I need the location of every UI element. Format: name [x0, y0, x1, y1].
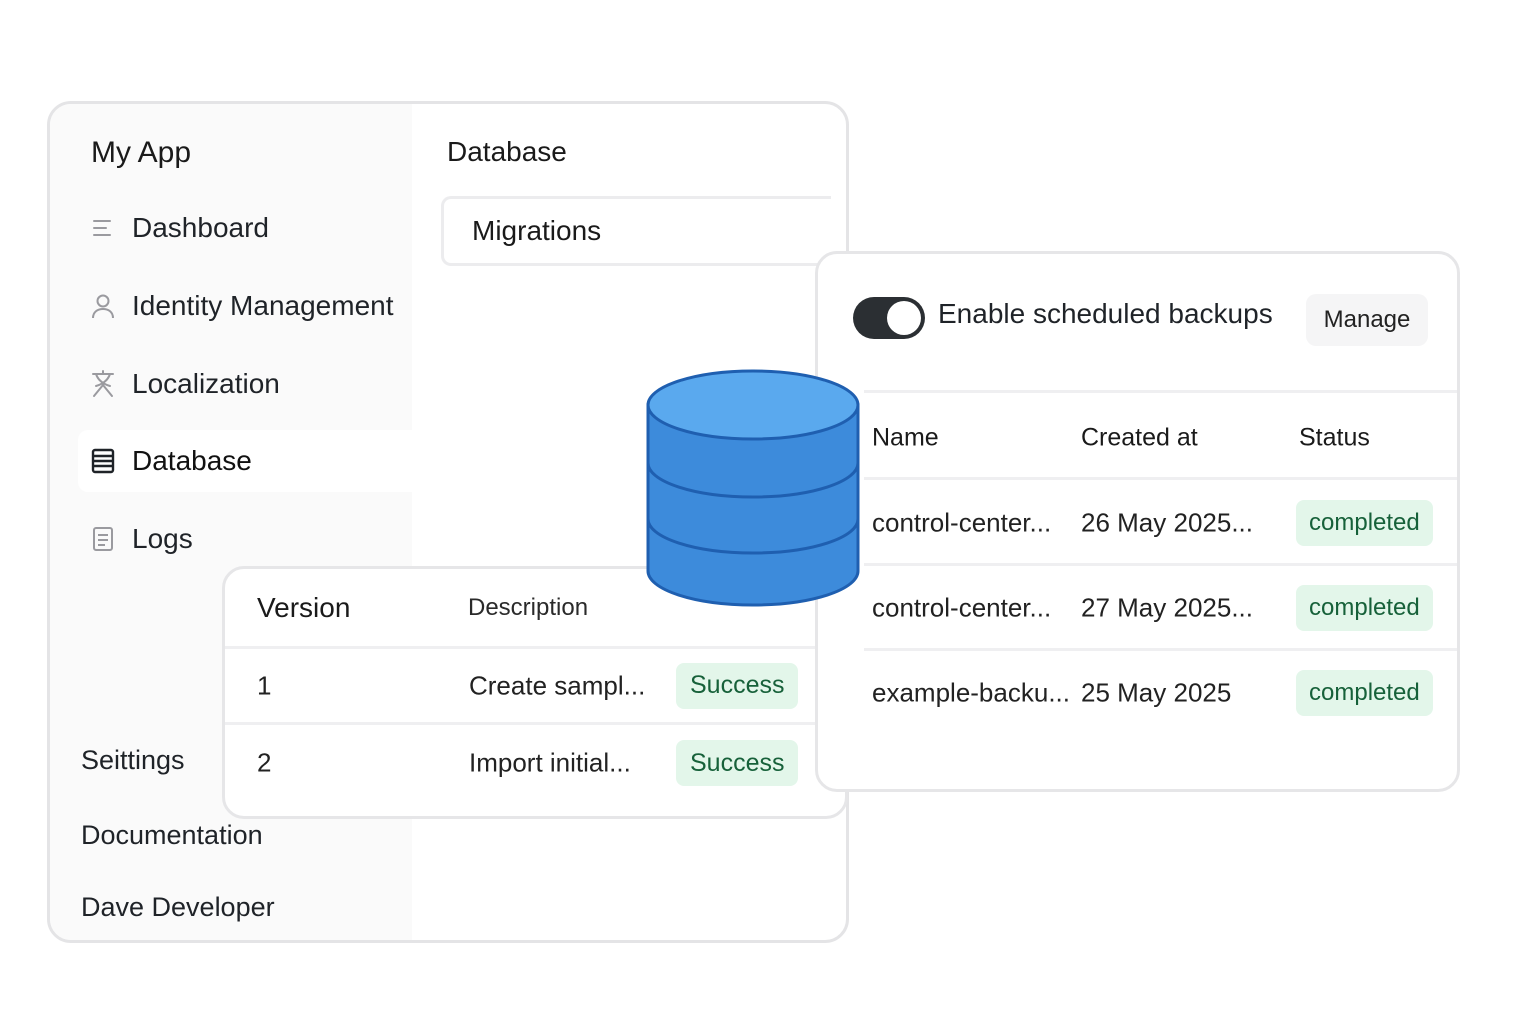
manage-button[interactable]: Manage — [1306, 294, 1428, 346]
database-icon — [90, 448, 116, 474]
translate-icon — [90, 370, 116, 397]
toggle-knob — [887, 301, 921, 335]
divider — [864, 390, 1457, 393]
column-header-description: Description — [468, 593, 589, 621]
migrations-table: Version Description 1 Create sampl... Su… — [222, 566, 848, 819]
sidebar-item-label: Dashboard — [132, 212, 269, 243]
column-header-created-at: Created at — [1081, 423, 1198, 452]
toggle-label: Enable scheduled backups — [938, 298, 1273, 329]
migration-version: 2 — [257, 747, 272, 778]
table-row[interactable]: 1 Create sampl... Success — [225, 649, 845, 725]
backup-name: control-center... — [872, 507, 1052, 538]
backup-created-at: 27 May 2025... — [1081, 592, 1253, 623]
column-header-version: Version — [257, 591, 351, 623]
database-illustration-icon — [646, 369, 860, 607]
divider — [864, 648, 1457, 651]
tab-label: Migrations — [472, 215, 602, 246]
sidebar-item-dashboard[interactable]: Dashboard — [78, 197, 412, 259]
app-title: My App — [91, 136, 192, 169]
documentation-link[interactable]: Documentation — [81, 820, 263, 850]
page-title: Database — [447, 136, 567, 167]
sidebar-item-identity-management[interactable]: Identity Management — [78, 275, 412, 337]
divider — [864, 563, 1457, 566]
migration-description: Create sampl... — [469, 670, 646, 700]
settings-link[interactable]: Seittings — [81, 745, 185, 775]
list-icon — [90, 215, 116, 241]
sidebar-item-label: Identity Management — [132, 290, 394, 321]
scheduled-backups-toggle[interactable] — [853, 297, 925, 339]
sidebar-item-label: Localization — [132, 368, 280, 399]
backups-panel: Enable scheduled backups Manage Name Cre… — [815, 251, 1460, 792]
status-badge: Success — [676, 662, 799, 709]
tab-migrations[interactable]: Migrations — [441, 196, 831, 266]
table-row[interactable]: 2 Import initial... Success — [225, 725, 845, 801]
migration-version: 1 — [257, 670, 272, 700]
divider — [864, 477, 1457, 480]
sidebar-item-localization[interactable]: Localization — [78, 353, 412, 415]
status-badge: Success — [676, 740, 799, 786]
backup-created-at: 26 May 2025... — [1081, 507, 1253, 538]
column-header-status: Status — [1299, 423, 1370, 452]
table-header-row: Version Description — [225, 569, 845, 649]
sidebar-item-label: Database — [132, 445, 252, 476]
sidebar-item-label: Logs — [132, 523, 193, 554]
backup-name: example-backu... — [872, 677, 1070, 708]
status-badge: completed — [1296, 670, 1433, 716]
user-icon — [90, 293, 116, 319]
backup-name: control-center... — [872, 592, 1052, 623]
sidebar-item-logs[interactable]: Logs — [78, 508, 412, 570]
backup-created-at: 25 May 2025 — [1081, 677, 1232, 708]
table-row[interactable]: control-center... 26 May 2025... complet… — [818, 481, 1457, 565]
document-icon — [90, 526, 116, 552]
user-profile-link[interactable]: Dave Developer — [81, 892, 275, 922]
column-header-name: Name — [872, 423, 939, 452]
migration-description: Import initial... — [469, 747, 631, 778]
sidebar-item-database[interactable]: Database — [78, 430, 412, 492]
table-row[interactable]: control-center... 27 May 2025... complet… — [818, 566, 1457, 650]
status-badge: completed — [1296, 500, 1433, 546]
table-header-row: Name Created at Status — [818, 396, 1457, 480]
status-badge: completed — [1296, 585, 1433, 631]
table-row[interactable]: example-backu... 25 May 2025 completed — [818, 651, 1457, 735]
